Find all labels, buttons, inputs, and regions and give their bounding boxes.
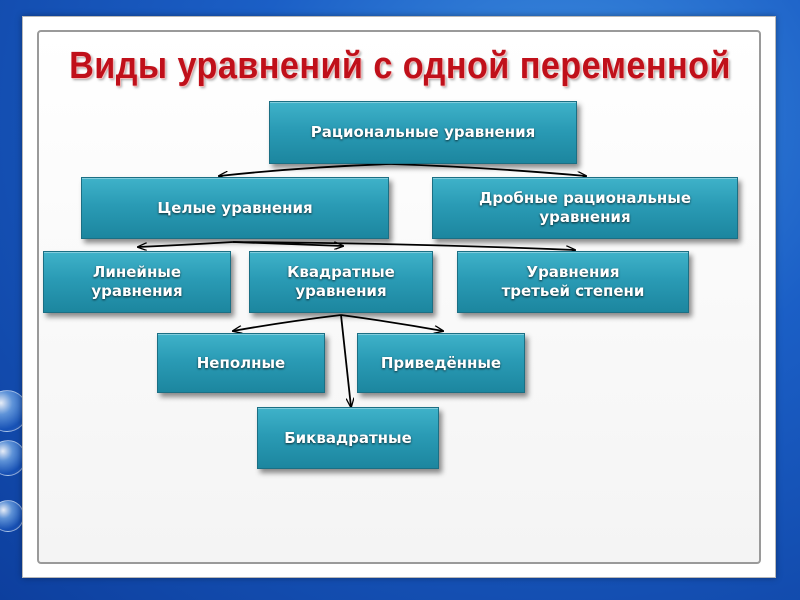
box-fractional-equations: Дробные рациональные уравнения [432, 177, 738, 239]
box-linear-equations: Линейные уравнения [43, 251, 231, 313]
box-rational-equations: Рациональные уравнения [269, 101, 577, 164]
slide-title: Виды уравнений с одной переменной [69, 45, 731, 87]
box-incomplete: Неполные [157, 333, 325, 393]
arrow-quadratic-to-incomplete [233, 314, 342, 331]
box-cubic-equations: Уравнения третьей степени [457, 251, 689, 313]
arrow-whole-to-linear [138, 241, 234, 247]
arrow-rational-to-fractional [390, 163, 586, 176]
arrow-rational-to-whole [219, 163, 392, 176]
slide-frame: Виды уравнений с одной переменной Рацион… [22, 16, 776, 578]
box-biquadratic: Биквадратные [257, 407, 439, 469]
box-reduced: Приведённые [357, 333, 525, 393]
background-bubble [0, 500, 24, 532]
arrow-whole-to-cubic [232, 241, 575, 250]
connector-arrows [23, 163, 777, 579]
box-quadratic-equations: Квадратные уравнения [249, 251, 433, 313]
arrow-quadratic-to-biquadratic [340, 314, 351, 407]
arrow-quadratic-to-reduced [340, 314, 443, 331]
box-whole-equations: Целые уравнения [81, 177, 389, 239]
